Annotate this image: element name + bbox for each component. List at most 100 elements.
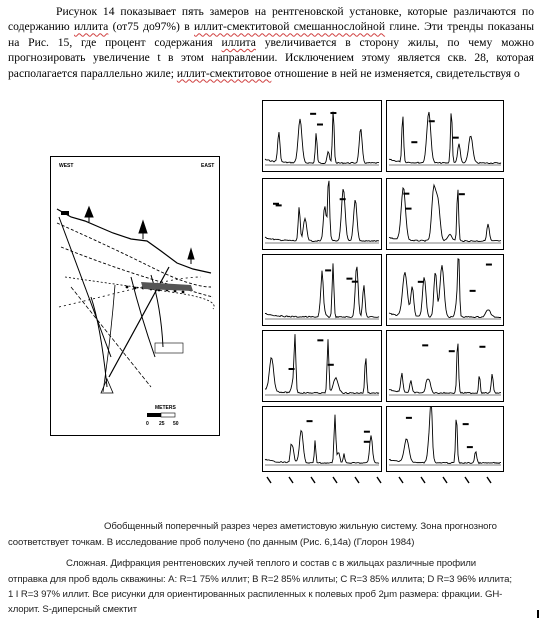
body-paragraph: Рисунок 14 показывает пять замеров на ре… bbox=[8, 4, 534, 81]
peak-label-mark bbox=[428, 120, 435, 123]
xrd-spectrum bbox=[264, 263, 380, 320]
contour-line bbox=[64, 276, 215, 310]
xrd-spectrum bbox=[388, 343, 502, 396]
xrd-trace bbox=[388, 111, 502, 165]
annotation-mark bbox=[61, 211, 69, 215]
peak-label-mark bbox=[363, 430, 370, 433]
xrd-spectrum bbox=[264, 414, 380, 466]
peak-label-mark bbox=[339, 198, 346, 201]
east-label: EAST bbox=[201, 163, 214, 169]
xrd-trace bbox=[264, 263, 380, 319]
peak-label-mark bbox=[405, 207, 412, 210]
paragraph-line-2: содержанию иллита (от75 до97%) в иллит-с… bbox=[8, 19, 534, 34]
scale-label: METERS bbox=[155, 405, 177, 411]
figure-15-caption-line-4: хлорит. S-диперсный смектит bbox=[8, 604, 138, 615]
xrd-panel bbox=[262, 406, 382, 472]
west-label: WEST bbox=[59, 163, 73, 169]
xrd-panel bbox=[262, 178, 382, 250]
drill-hole bbox=[102, 284, 116, 393]
tree-icon bbox=[187, 247, 195, 264]
xrd-panel bbox=[386, 330, 504, 402]
peak-label-mark bbox=[316, 123, 323, 126]
contour-line bbox=[56, 222, 212, 288]
peak-label-mark bbox=[330, 112, 337, 115]
peak-label-mark bbox=[405, 416, 412, 419]
text-segment: отношение в ней не изменяется, свидетель… bbox=[271, 66, 520, 80]
peak-label-mark bbox=[346, 277, 353, 280]
fault-line bbox=[58, 216, 112, 358]
text-segment: глине. Эти тренды показаны bbox=[385, 20, 534, 34]
target-zone bbox=[100, 377, 114, 394]
peak-label-mark bbox=[403, 192, 410, 195]
xrd-spectrum bbox=[388, 407, 502, 466]
scale-bar-white bbox=[160, 412, 176, 418]
spellcheck-word: иллит-смектитовой смешаннослойной bbox=[194, 20, 386, 34]
peak-label-mark bbox=[275, 204, 282, 207]
xrd-trace bbox=[388, 343, 502, 395]
xrd-spectrum bbox=[264, 111, 380, 166]
drill-hole bbox=[90, 296, 108, 388]
xrd-trace bbox=[388, 258, 502, 318]
xrd-trace bbox=[264, 414, 380, 465]
peak-label-mark bbox=[452, 136, 459, 139]
annotation-box bbox=[154, 342, 184, 354]
peak-label-mark bbox=[448, 350, 455, 353]
xrd-panel bbox=[262, 100, 382, 172]
spellcheck-word: иллита bbox=[221, 35, 256, 49]
peak-label-mark bbox=[485, 263, 492, 266]
spellcheck-word: иллит-смектитовое bbox=[176, 66, 272, 80]
xrd-panel bbox=[386, 406, 504, 472]
xrd-spectrum bbox=[265, 334, 380, 396]
fault-line bbox=[70, 286, 152, 388]
two-theta-axis bbox=[263, 472, 501, 484]
contour-line bbox=[58, 276, 202, 308]
tree-icon bbox=[84, 205, 94, 222]
xrd-panel bbox=[262, 254, 382, 326]
drill-hole bbox=[130, 276, 156, 358]
scale-tick: 50 bbox=[173, 421, 179, 427]
terrain-line bbox=[56, 208, 212, 274]
paragraph-line-4: прогнозировать увеличение t в этом напра… bbox=[8, 51, 534, 65]
peak-label-mark bbox=[479, 345, 486, 348]
xrd-panel bbox=[386, 100, 504, 172]
paragraph-line-5: располагается параллельно жиле; иллит-см… bbox=[8, 66, 534, 81]
cross-section-figure: WEST EAST METERS bbox=[50, 156, 220, 436]
scale-tick: 0 bbox=[146, 421, 149, 427]
xrd-trace bbox=[265, 334, 380, 395]
peak-label-mark bbox=[317, 339, 324, 342]
axis-ticks-drawing bbox=[266, 476, 492, 484]
peak-label-mark bbox=[417, 280, 424, 283]
figure-15-caption-line-2: отправка для проб вдоль скважины: A: R=1… bbox=[8, 574, 512, 585]
peak-label-mark bbox=[422, 344, 429, 347]
xrd-panel bbox=[386, 178, 504, 250]
vein-zone bbox=[141, 282, 193, 291]
peak-label-mark bbox=[466, 446, 473, 449]
peak-label-mark bbox=[306, 420, 313, 423]
xrd-spectrum bbox=[388, 183, 502, 244]
cross-section-drawing: WEST EAST METERS bbox=[56, 163, 215, 427]
spellcheck-word: иллита bbox=[73, 20, 109, 34]
paragraph-line-3: на Рис. 15, где процент содержания иллит… bbox=[8, 35, 534, 50]
scale-tick: 25 bbox=[159, 421, 165, 427]
tree-icon bbox=[138, 219, 148, 239]
contour-line bbox=[60, 246, 214, 298]
text-segment: содержанию bbox=[8, 20, 74, 34]
peak-label-mark bbox=[325, 269, 332, 272]
peak-label-mark bbox=[363, 440, 370, 443]
peak-label-mark bbox=[462, 423, 469, 426]
xrd-spectrum bbox=[264, 180, 380, 244]
peak-label-mark bbox=[469, 289, 476, 292]
xrd-trace bbox=[388, 183, 502, 243]
drill-hole bbox=[150, 274, 164, 348]
figure-14-caption-line-1: Обобщенный поперечный разрез через амети… bbox=[104, 521, 497, 532]
text-segment: увеличивается в сторону жилы, по чему мо… bbox=[255, 35, 534, 49]
peak-label-mark bbox=[351, 280, 358, 283]
page-edge-mark bbox=[537, 610, 539, 618]
figure-14-caption-line-2: соответствует точкам. В исследование про… bbox=[8, 537, 415, 548]
figure-15-caption-line-3: 1 I R=3 97% иллит. Все рисунки для ориен… bbox=[8, 589, 503, 600]
xrd-trace bbox=[388, 407, 502, 465]
xrd-panel bbox=[262, 330, 382, 402]
figure-15-caption-line-1: Сложная. Дифракция рентгеновских лучей т… bbox=[66, 558, 477, 569]
scale-bar-black bbox=[147, 413, 161, 417]
peak-label-mark bbox=[273, 202, 280, 205]
